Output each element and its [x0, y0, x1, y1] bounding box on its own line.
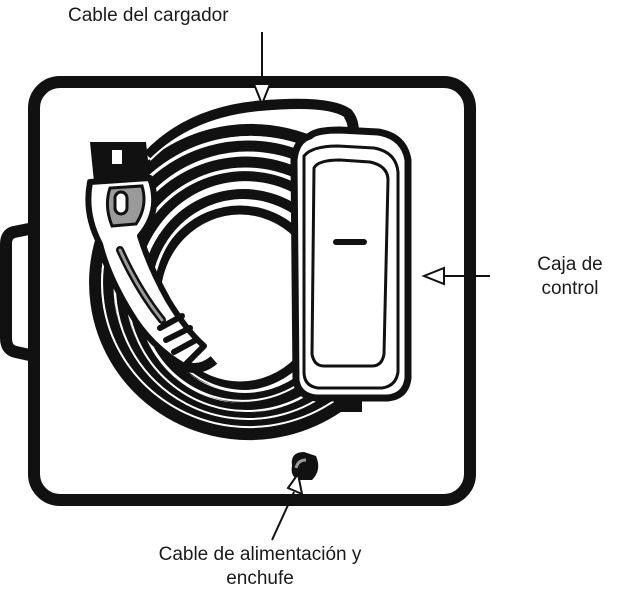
arrow-power-cable	[271, 491, 295, 541]
label-power-cable-line2: enchufe	[226, 568, 294, 589]
label-control-box-line2: control	[541, 278, 599, 299]
label-control-box-line1: Caja de	[537, 254, 603, 275]
charger-connector-icon	[85, 142, 218, 373]
label-power-cable: Cable de alimentación y enchufe	[110, 543, 410, 591]
control-box-icon	[290, 126, 412, 412]
arrow-power-cable-head	[286, 471, 304, 496]
label-control-box: Caja de control	[520, 253, 620, 301]
label-power-cable-line1: Cable de alimentación y	[158, 544, 362, 565]
pointer-arrows	[252, 32, 490, 541]
arrow-control-box-head	[421, 266, 445, 286]
arrow-charger-cable-head	[252, 83, 272, 107]
label-charger-cable: Cable del cargador	[68, 5, 229, 26]
